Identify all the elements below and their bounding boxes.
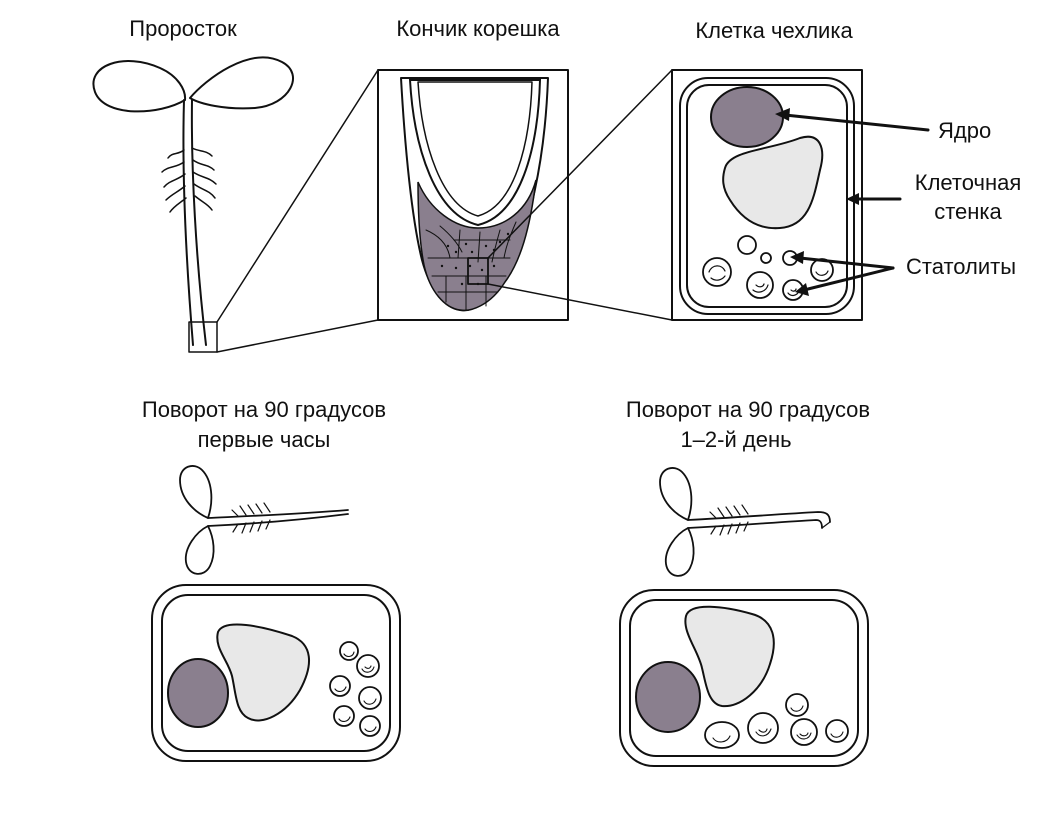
annotation-arrows — [775, 108, 930, 296]
rotation-hours-title-line2: первые часы — [198, 427, 331, 452]
vacuole — [722, 135, 824, 230]
rotation-hours-title-line1: Поворот на 90 градусов — [142, 397, 386, 422]
nucleus — [710, 86, 784, 148]
cell-wall-label-line1: Клеточная — [915, 170, 1022, 195]
rotation-days-title-line1: Поворот на 90 градусов — [626, 397, 870, 422]
nucleus-hours — [167, 658, 229, 728]
zoom-line-bottom-2 — [487, 283, 673, 321]
statoliths-label: Статолиты — [906, 254, 1016, 279]
nucleus-label: Ядро — [938, 118, 991, 143]
statoliths-hours — [329, 641, 382, 737]
cell-days — [619, 589, 869, 767]
zoom-line-top-2 — [487, 69, 673, 259]
seedling-title: Проросток — [129, 16, 237, 41]
nucleus-days — [635, 661, 701, 733]
vacuole-days — [684, 605, 775, 708]
vacuole-hours — [216, 623, 311, 722]
zoom-line-top — [216, 69, 379, 323]
root-tip-title: Кончик корешка — [396, 16, 560, 41]
rotated-seedling-hours — [179, 465, 349, 575]
cell-hours — [151, 584, 401, 762]
seedling-illustration — [92, 56, 294, 353]
cap-cell-title: Клетка чехлика — [695, 18, 853, 43]
rotated-seedling-days — [659, 467, 831, 577]
statoliths-days — [704, 693, 849, 749]
rotation-days-title-line2: 1–2-й день — [680, 427, 791, 452]
cell-wall-label-line2: стенка — [934, 199, 1002, 224]
statoliths-top — [702, 235, 834, 301]
zoom-line-bottom — [216, 319, 379, 353]
root-tip-illustration — [377, 69, 569, 321]
